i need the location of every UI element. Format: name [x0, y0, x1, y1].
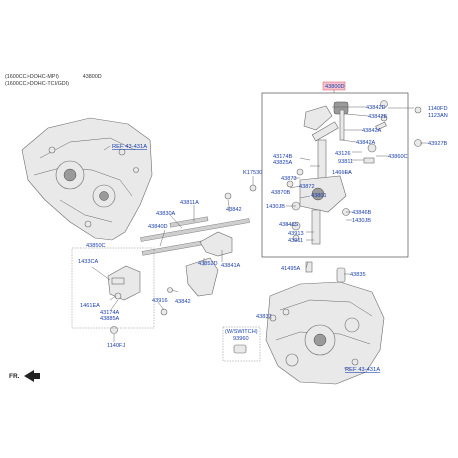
ref-link-bottom[interactable]: REF 43-431A [345, 367, 380, 373]
label-1433ca[interactable]: 1433CA [78, 259, 98, 265]
switch-93960-shape [233, 344, 247, 354]
part-43835-shape [336, 267, 346, 283]
model-header: (1600CC>DOHC-MPI)43800D (1600CC>DOHC-TCI… [5, 74, 102, 87]
label-43842a-2[interactable]: 43842A [356, 140, 376, 146]
part-k17530-shape [249, 184, 257, 192]
label-43860c[interactable]: 43860C [388, 154, 408, 160]
label-43126[interactable]: 43126 [335, 151, 351, 157]
label-43870b[interactable]: 43870B [271, 190, 291, 196]
front-direction-indicator: FR. [9, 370, 40, 382]
label-1461ea-2[interactable]: 1461EA [80, 303, 100, 309]
label-43835[interactable]: 43835 [350, 272, 366, 278]
label-43852d[interactable]: 43852D [198, 261, 218, 267]
label-43174b[interactable]: 43174B [273, 154, 293, 160]
label-43846s[interactable]: 43846S [279, 222, 299, 228]
part-41495a-shape [305, 261, 313, 273]
label-43811a[interactable]: 43811A [180, 200, 199, 206]
transaxle-case-left [21, 117, 153, 241]
label-1461ea[interactable]: 1461EA [332, 170, 352, 176]
label-93811[interactable]: 93811 [338, 159, 353, 165]
switch-option-box [222, 326, 261, 362]
label-93960[interactable]: 93960 [233, 336, 249, 342]
label-41495a[interactable]: 41495A [281, 266, 301, 272]
label-1140fj[interactable]: 1140FJ [107, 343, 125, 349]
fr-label: FR. [9, 373, 20, 380]
shift-lever-assembly-box [261, 92, 409, 258]
label-43842e[interactable]: 43842E [368, 114, 388, 120]
label-43801[interactable]: 43801 [311, 193, 327, 199]
label-43927b[interactable]: 43927B [428, 141, 448, 147]
label-43842d[interactable]: 43842D [366, 105, 386, 111]
label-1430jb-2[interactable]: 1430JB [352, 218, 371, 224]
label-1430jb[interactable]: 1430JB [266, 204, 285, 210]
header-code: 43800D [82, 74, 102, 80]
label-43825a[interactable]: 43825A [273, 160, 293, 166]
label-1140fd[interactable]: 1140FD [428, 106, 448, 112]
leader-lines [91, 106, 428, 369]
label-43873[interactable]: 43873 [281, 176, 297, 182]
label-43911[interactable]: 43911 [288, 238, 303, 244]
label-k17530[interactable]: K17530 [243, 170, 262, 176]
label-43916[interactable]: 43916 [152, 298, 168, 304]
label-43840d[interactable]: 43840D [148, 224, 168, 230]
label-43913[interactable]: 43913 [288, 231, 304, 237]
label-43174a[interactable]: 43174A [100, 310, 120, 316]
label-43885a[interactable]: 43885A [100, 316, 120, 322]
label-43837[interactable]: 43837 [256, 314, 272, 320]
label-43872[interactable]: 43872 [299, 184, 315, 190]
label-43846b[interactable]: 43846B [352, 210, 372, 216]
ref-link-top[interactable]: REF 43-431A [112, 144, 147, 150]
label-43841a[interactable]: 43841A [221, 263, 241, 269]
label-1123an[interactable]: 1123AN [428, 113, 448, 119]
shift-rails-and-forks [107, 192, 250, 334]
transaxle-case-right [265, 281, 385, 385]
label-43842[interactable]: 43842 [226, 207, 242, 213]
header-line-tci: (1600CC>DOHC-TCI/GDI) [5, 80, 69, 87]
label-43842a[interactable]: 43842A [362, 128, 382, 134]
label-43830a[interactable]: 43830A [156, 211, 176, 217]
label-43842-2[interactable]: 43842 [175, 299, 191, 305]
shift-lever-mechanism [286, 100, 422, 245]
fr-arrow-icon [24, 370, 40, 382]
label-43850c[interactable]: 43850C [86, 243, 106, 249]
header-line-mpi: (1600CC>DOHC-MPI)43800D [5, 74, 102, 80]
label-assembly[interactable]: 43800D [325, 84, 345, 90]
shift-lug-group-box [71, 247, 155, 329]
label-w-switch: (W/SWITCH) [225, 329, 258, 335]
